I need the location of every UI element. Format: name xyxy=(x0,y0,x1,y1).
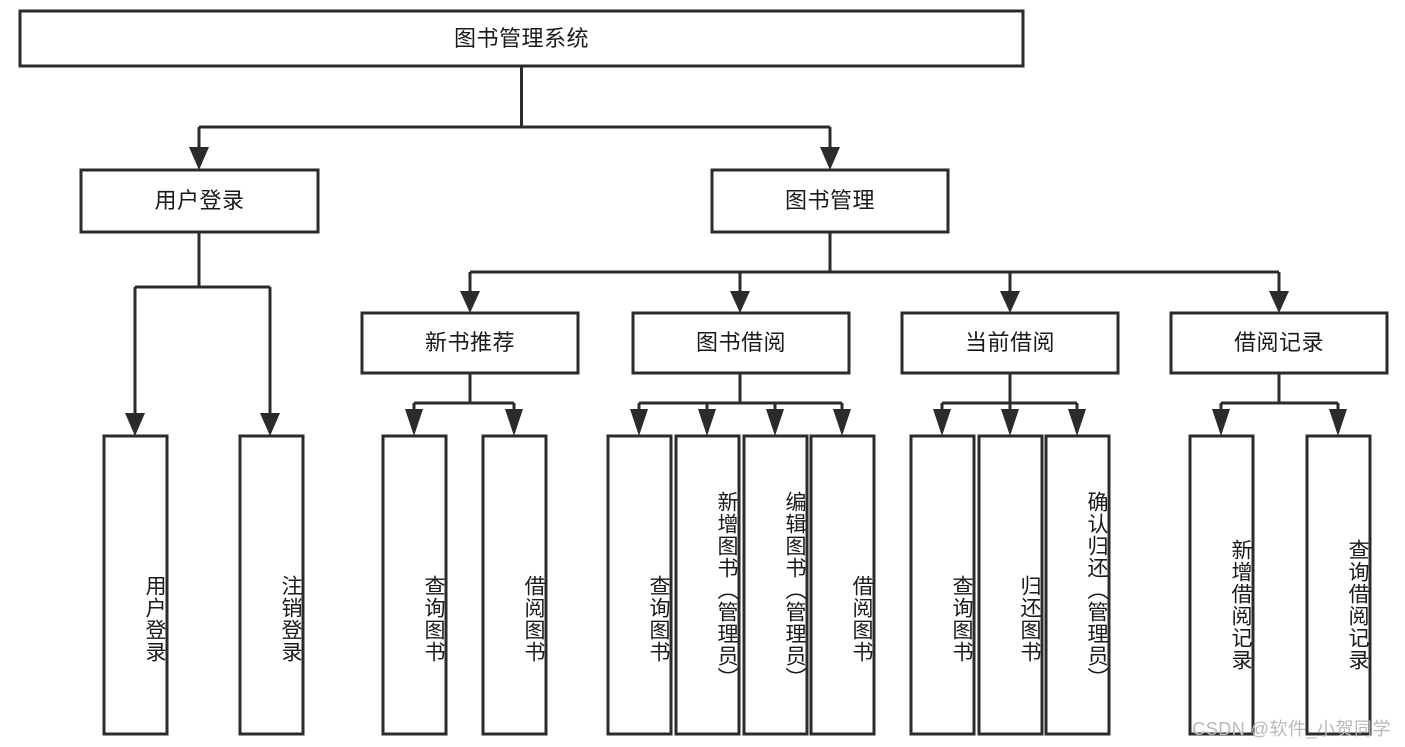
arrow-head-new-book xyxy=(460,291,480,313)
node-box-leaf-query-book-a[interactable] xyxy=(381,434,448,736)
node-box-leaf-query-book-c[interactable] xyxy=(909,434,976,736)
arrow-head-leaf-edit-book xyxy=(766,409,784,436)
arrow-head-leaf-query-book-b xyxy=(630,409,648,436)
csdn-watermark: CSDN @软件_小贺同学 xyxy=(1192,719,1391,739)
arrow-head-leaf-query-record xyxy=(1329,409,1347,436)
arrow-head-group xyxy=(125,147,1347,436)
arrow-head-leaf-add-book xyxy=(698,409,716,436)
node-box-root[interactable] xyxy=(18,9,1025,68)
node-box-leaf-logout[interactable] xyxy=(238,434,305,736)
arrow-head-leaf-confirm-return xyxy=(1068,409,1086,436)
node-box-leaf-edit-book[interactable] xyxy=(742,434,809,736)
node-box-user-login[interactable] xyxy=(79,168,320,234)
arrow-head-record xyxy=(1269,291,1289,313)
node-box-group xyxy=(18,9,1389,736)
node-box-leaf-borrow-book-b[interactable] xyxy=(809,434,876,736)
node-box-leaf-user-login[interactable] xyxy=(102,434,169,736)
node-box-leaf-query-book-b[interactable] xyxy=(606,434,673,736)
node-box-leaf-query-record[interactable] xyxy=(1305,434,1372,736)
arrow-head-leaf-borrow-book-a xyxy=(505,409,523,436)
node-box-leaf-return-book[interactable] xyxy=(977,434,1044,736)
arrow-head-leaf-borrow-book-b xyxy=(833,409,851,436)
arrow-head-leaf-user-login xyxy=(125,413,145,436)
arrow-head-leaf-return-book xyxy=(1001,409,1019,436)
node-box-book-borrow[interactable] xyxy=(631,311,851,375)
node-box-leaf-borrow-book-a[interactable] xyxy=(481,434,548,736)
node-box-book-management[interactable] xyxy=(710,168,950,234)
arrow-head-leaf-query-book-c xyxy=(933,409,951,436)
node-box-leaf-add-record[interactable] xyxy=(1188,434,1255,736)
node-box-current-borrow[interactable] xyxy=(900,311,1120,375)
arrow-head-user-login xyxy=(189,147,209,170)
arrow-head-leaf-add-record xyxy=(1212,409,1230,436)
node-box-borrow-record[interactable] xyxy=(1169,311,1389,375)
arrow-head-current xyxy=(1000,291,1020,313)
arrow-head-book-mgmt xyxy=(820,147,840,170)
arrow-head-leaf-query-book-a xyxy=(405,409,423,436)
arrow-head-borrow xyxy=(730,291,750,313)
node-box-leaf-confirm-return[interactable] xyxy=(1044,434,1111,736)
arrow-head-leaf-logout xyxy=(260,413,280,436)
node-box-leaf-add-book[interactable] xyxy=(674,434,741,736)
node-box-new-book-recommend[interactable] xyxy=(360,311,580,375)
